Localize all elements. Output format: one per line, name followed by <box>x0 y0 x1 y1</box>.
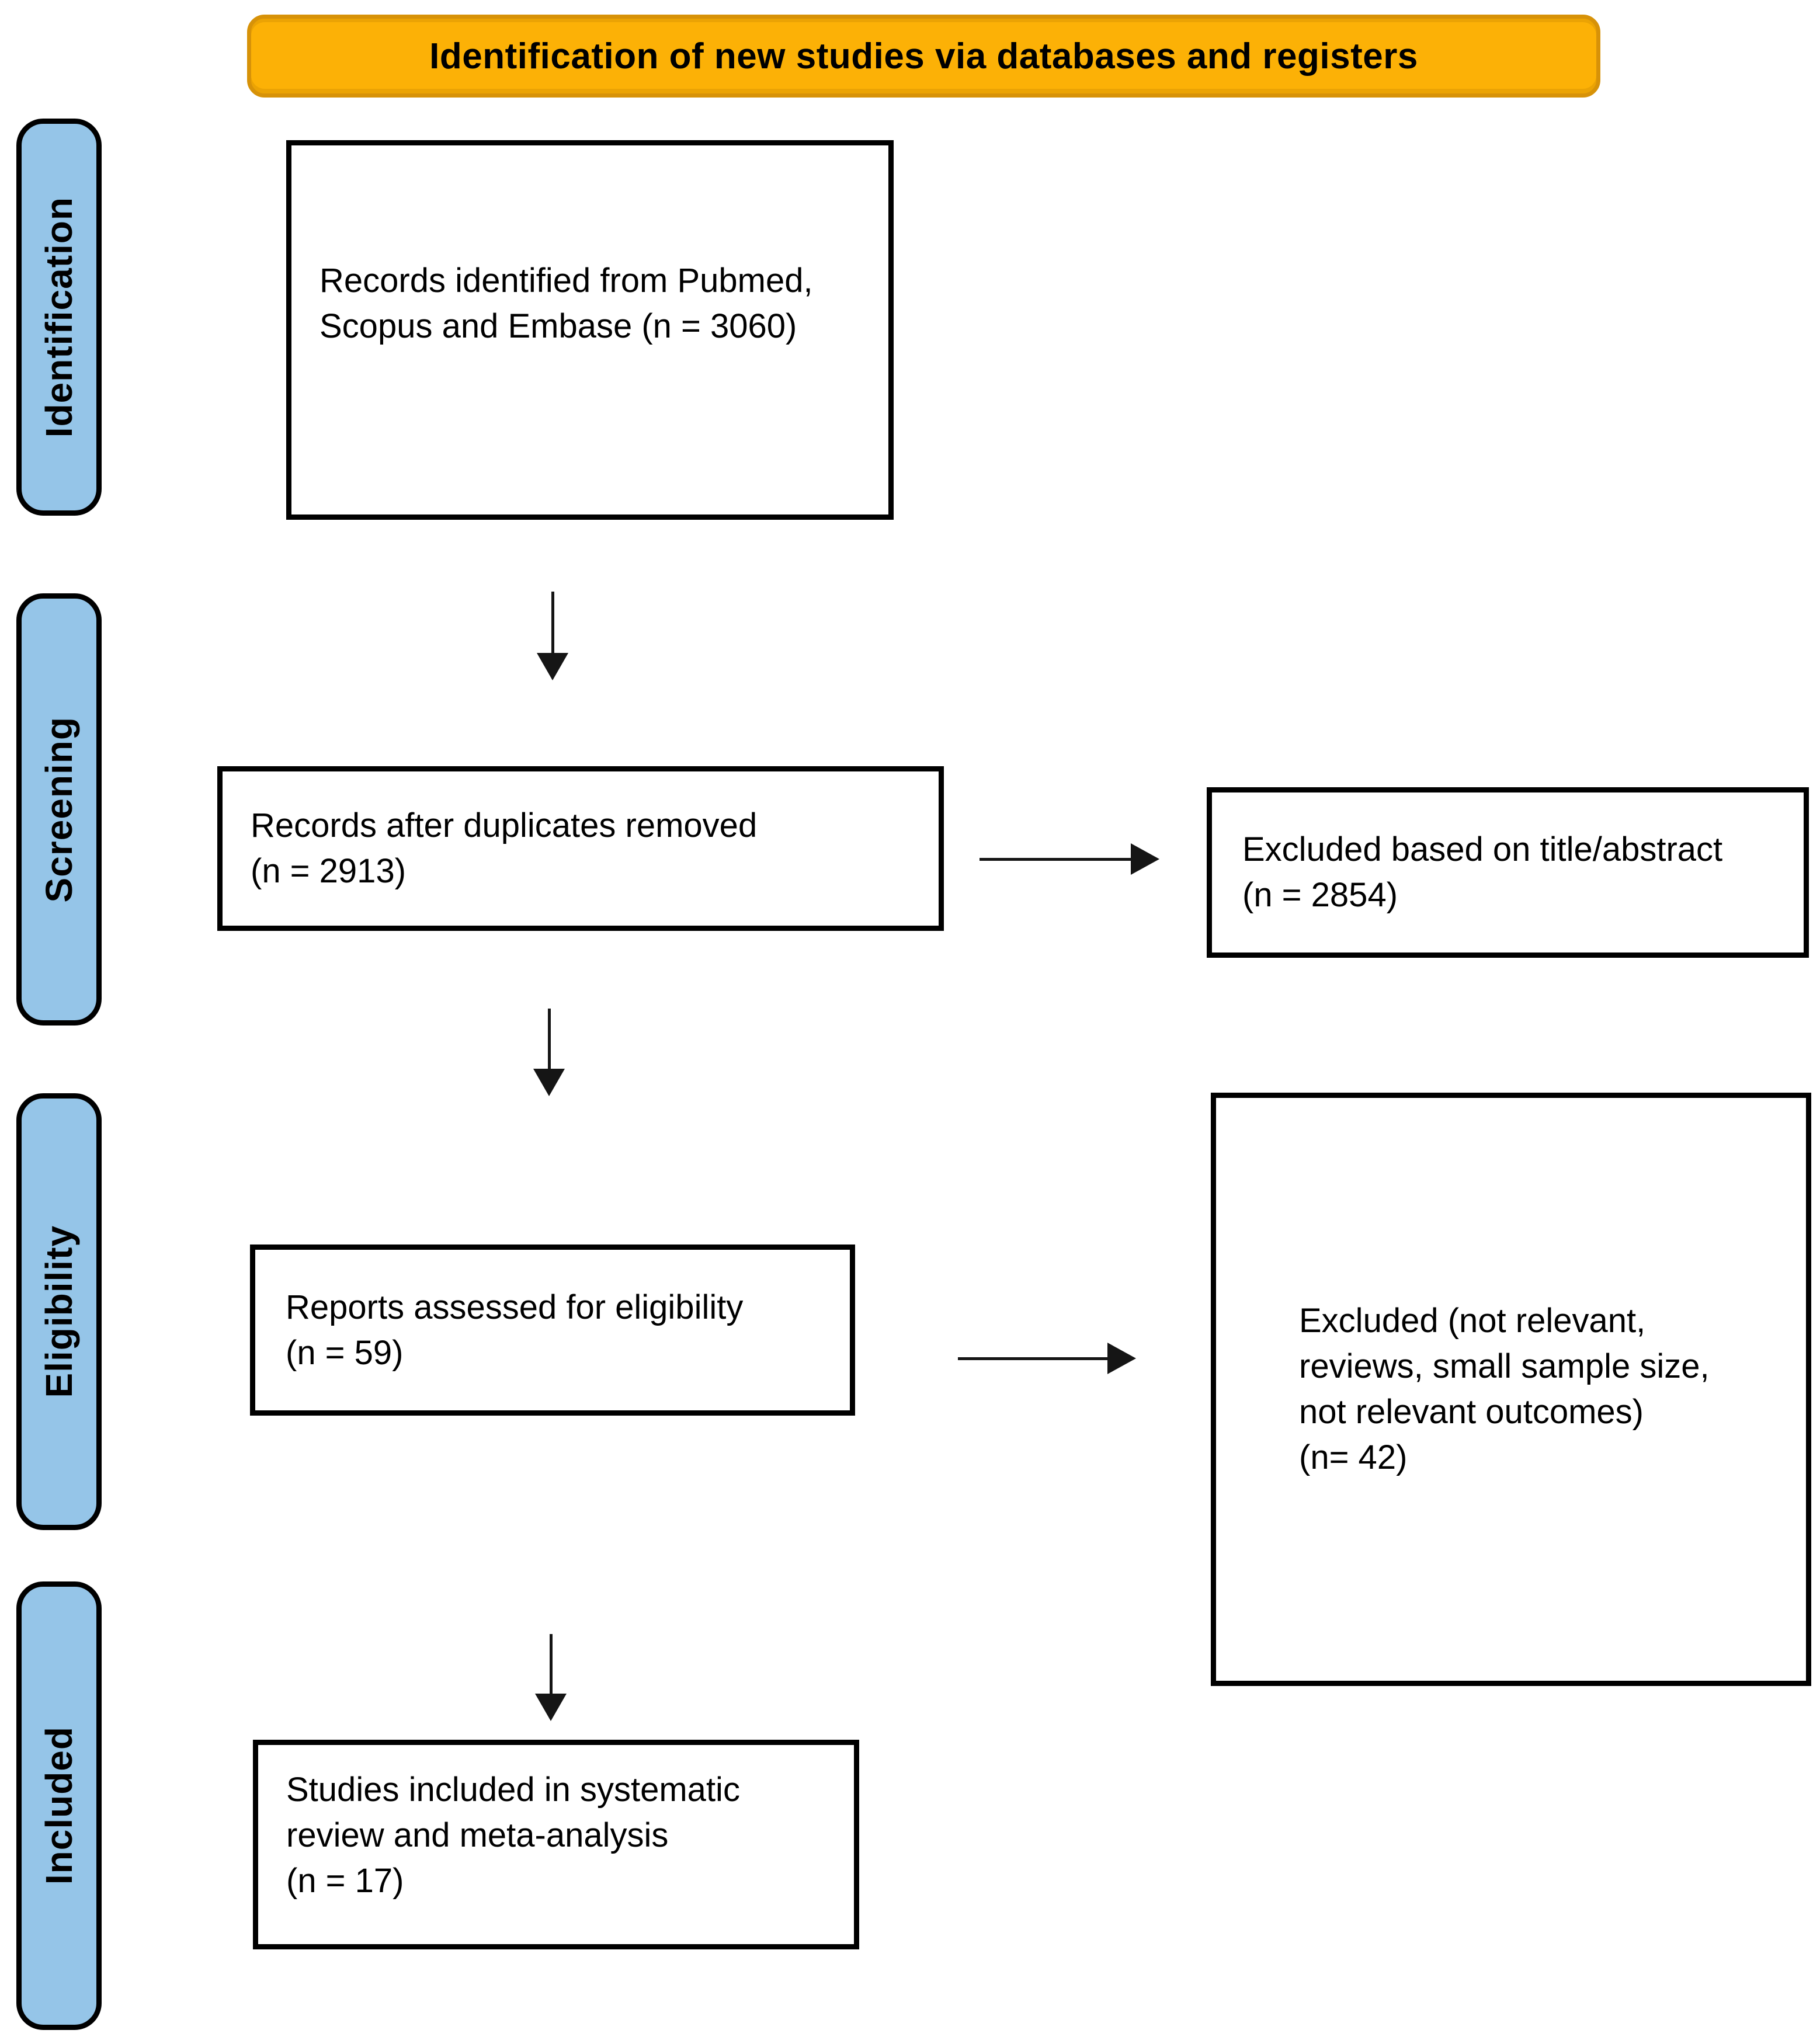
right-arrowhead-icon <box>1107 1343 1136 1374</box>
box-excluded-full-text: Excluded (not relevant, reviews, small s… <box>1211 1093 1811 1686</box>
stage-label-included: Included <box>16 1581 102 2030</box>
stage-label-eligibility-text: Eligibility <box>38 1225 80 1398</box>
box-studies-included: Studies included in systematic review an… <box>253 1740 859 1949</box>
right-arrowhead-icon <box>1131 843 1159 875</box>
banner-title: Identification of new studies via databa… <box>247 15 1600 98</box>
box-excluded-title-abstract: Excluded based on title/abstract (n = 28… <box>1207 787 1809 958</box>
right-arrow-duplicates-to-excluded <box>980 843 1159 875</box>
arrow-shaft <box>958 1357 1107 1360</box>
arrow-shaft <box>551 592 554 653</box>
after-duplicates-line-1: Records after duplicates removed <box>251 807 758 844</box>
studies-included-line-3: (n = 17) <box>286 1862 404 1900</box>
arrow-shaft <box>547 1009 551 1069</box>
records-identified-line-1: Records identified from Pubmed, <box>319 262 813 300</box>
excluded-title-abstract-line-1: Excluded based on title/abstract <box>1242 830 1723 868</box>
stage-label-included-text: Included <box>38 1726 80 1885</box>
down-arrow-identified-to-duplicates <box>536 592 569 680</box>
down-arrowhead-icon <box>533 1069 565 1096</box>
reports-assessed-line-2: (n = 59) <box>286 1333 404 1372</box>
down-arrowhead-icon <box>535 1694 567 1721</box>
arrow-shaft <box>980 857 1131 861</box>
studies-included-line-1: Studies included in systematic <box>286 1771 740 1809</box>
studies-included-line-2: review and meta-analysis <box>286 1816 669 1854</box>
down-arrow-duplicates-to-reports <box>533 1009 565 1096</box>
excluded-full-text-line-2: reviews, small sample size, <box>1299 1347 1710 1385</box>
stage-label-identification-text: Identification <box>38 196 80 438</box>
banner-title-text: Identification of new studies via databa… <box>429 36 1418 77</box>
excluded-full-text-line-3: not relevant outcomes) <box>1299 1393 1644 1431</box>
excluded-title-abstract-line-2: (n = 2854) <box>1242 876 1398 914</box>
box-reports-assessed: Reports assessed for eligibility (n = 59… <box>250 1245 855 1416</box>
down-arrow-reports-to-included <box>534 1634 567 1721</box>
stage-label-screening-text: Screening <box>38 716 80 903</box>
box-records-identified: Records identified from Pubmed, Scopus a… <box>286 140 894 520</box>
excluded-full-text-line-1: Excluded (not relevant, <box>1299 1302 1646 1340</box>
reports-assessed-line-1: Reports assessed for eligibility <box>286 1288 744 1326</box>
stage-label-eligibility: Eligibility <box>16 1093 102 1530</box>
excluded-full-text-line-4: (n= 42) <box>1299 1438 1408 1476</box>
stage-label-screening: Screening <box>16 593 102 1026</box>
after-duplicates-line-2: (n = 2913) <box>251 852 407 890</box>
down-arrowhead-icon <box>537 653 568 680</box>
stage-label-identification: Identification <box>16 119 102 516</box>
records-identified-line-2: Scopus and Embase (n = 3060) <box>319 307 797 345</box>
arrow-shaft <box>549 1634 553 1694</box>
box-after-duplicates: Records after duplicates removed (n = 29… <box>217 766 944 931</box>
right-arrow-reports-to-excluded <box>958 1342 1136 1375</box>
